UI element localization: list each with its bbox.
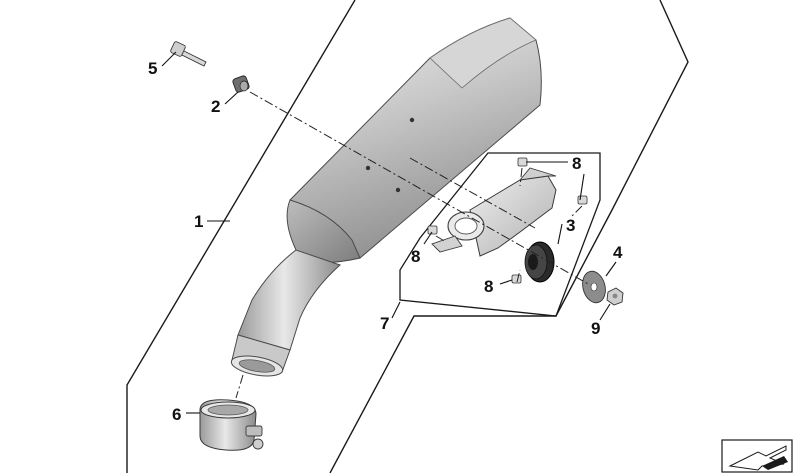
callout-7: 7 [380,314,389,333]
rubber-bush [232,75,250,93]
bolt [170,41,207,67]
screw [517,157,528,167]
pipe-clamp [199,399,264,451]
silencer-mount-hole [395,187,401,193]
assembly-frame-outline [126,0,356,473]
callout-8-top: 8 [572,154,581,173]
callout-1: 1 [194,212,203,231]
callout-3: 3 [566,216,575,235]
screw [427,225,438,235]
callout-5: 5 [148,59,157,78]
rubber-mount [524,241,555,283]
callout-8-bottom: 8 [484,277,493,296]
callout-9: 9 [591,319,600,338]
callout-8-left: 8 [411,247,420,266]
silencer-mount-hole [409,117,415,123]
screw [511,274,522,284]
direction-arrow-icon [721,439,793,473]
callout-4: 4 [613,243,623,262]
washer [582,270,606,304]
silencer-body [286,17,542,264]
bracket-subassembly-frame [399,152,601,317]
inlet-pipe [230,249,341,377]
silencer-mount-hole [365,165,371,171]
leader-lines [161,51,617,414]
callout-2: 2 [211,97,220,116]
nut [606,287,624,306]
assembly-frame-outline-right [329,0,689,473]
silencer-bracket [431,167,557,257]
screw [577,195,588,205]
callout-6: 6 [172,405,181,424]
assembly-axis-lines [235,91,591,399]
